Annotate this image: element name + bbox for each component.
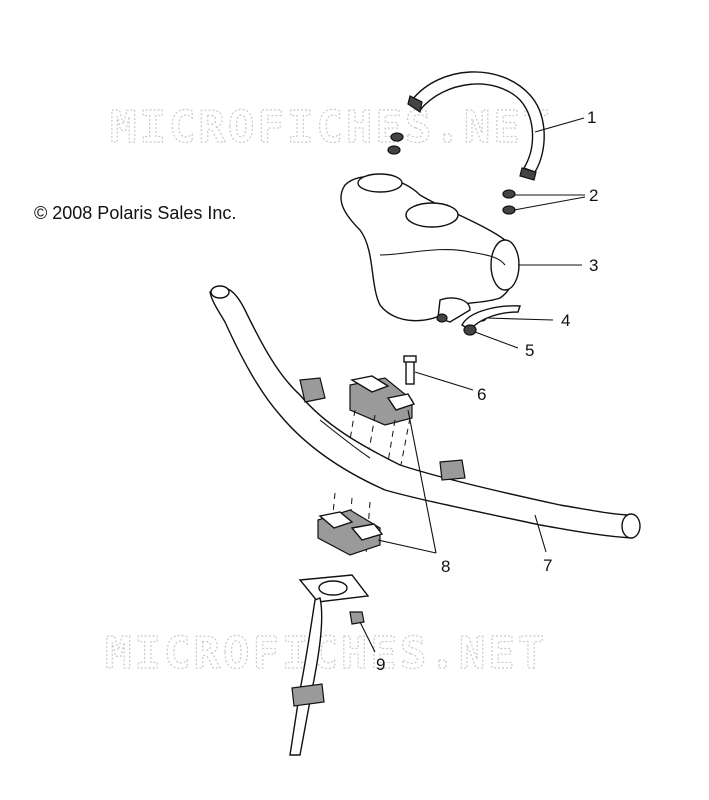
watermark-bottom: MICROFICHES.NET [105,628,547,679]
leader-1 [534,117,585,133]
upper-clamp [344,375,416,481]
handlebar-pad-strip [407,71,545,181]
callout-3: 3 [589,256,598,275]
leader-4 [485,317,554,321]
callout-9: 9 [376,655,385,674]
callout-5: 5 [525,341,534,360]
leader-9 [359,621,376,653]
callout-8: 8 [441,557,450,576]
leader-8a [407,409,437,554]
leader-6 [414,371,474,391]
handlebar-cover [340,173,520,323]
leader-2b [513,196,586,211]
clip-part-5 [461,305,521,336]
handlebar-tube [209,285,641,539]
callout-1: 1 [587,108,596,127]
callout-6: 6 [477,385,486,404]
callout-2: 2 [589,186,598,205]
copyright-text: © 2008 Polaris Sales Inc. [34,203,237,223]
leader-8b [377,539,437,554]
steering-post [289,574,370,756]
nuts [387,132,516,215]
lower-clamp [317,492,384,556]
leader-5 [474,331,519,349]
bolt-part-6 [403,355,417,385]
watermark-top: MICROFICHES.NET [110,102,552,153]
callout-7: 7 [543,556,552,575]
leader-7 [534,514,547,553]
callout-4: 4 [561,311,570,330]
